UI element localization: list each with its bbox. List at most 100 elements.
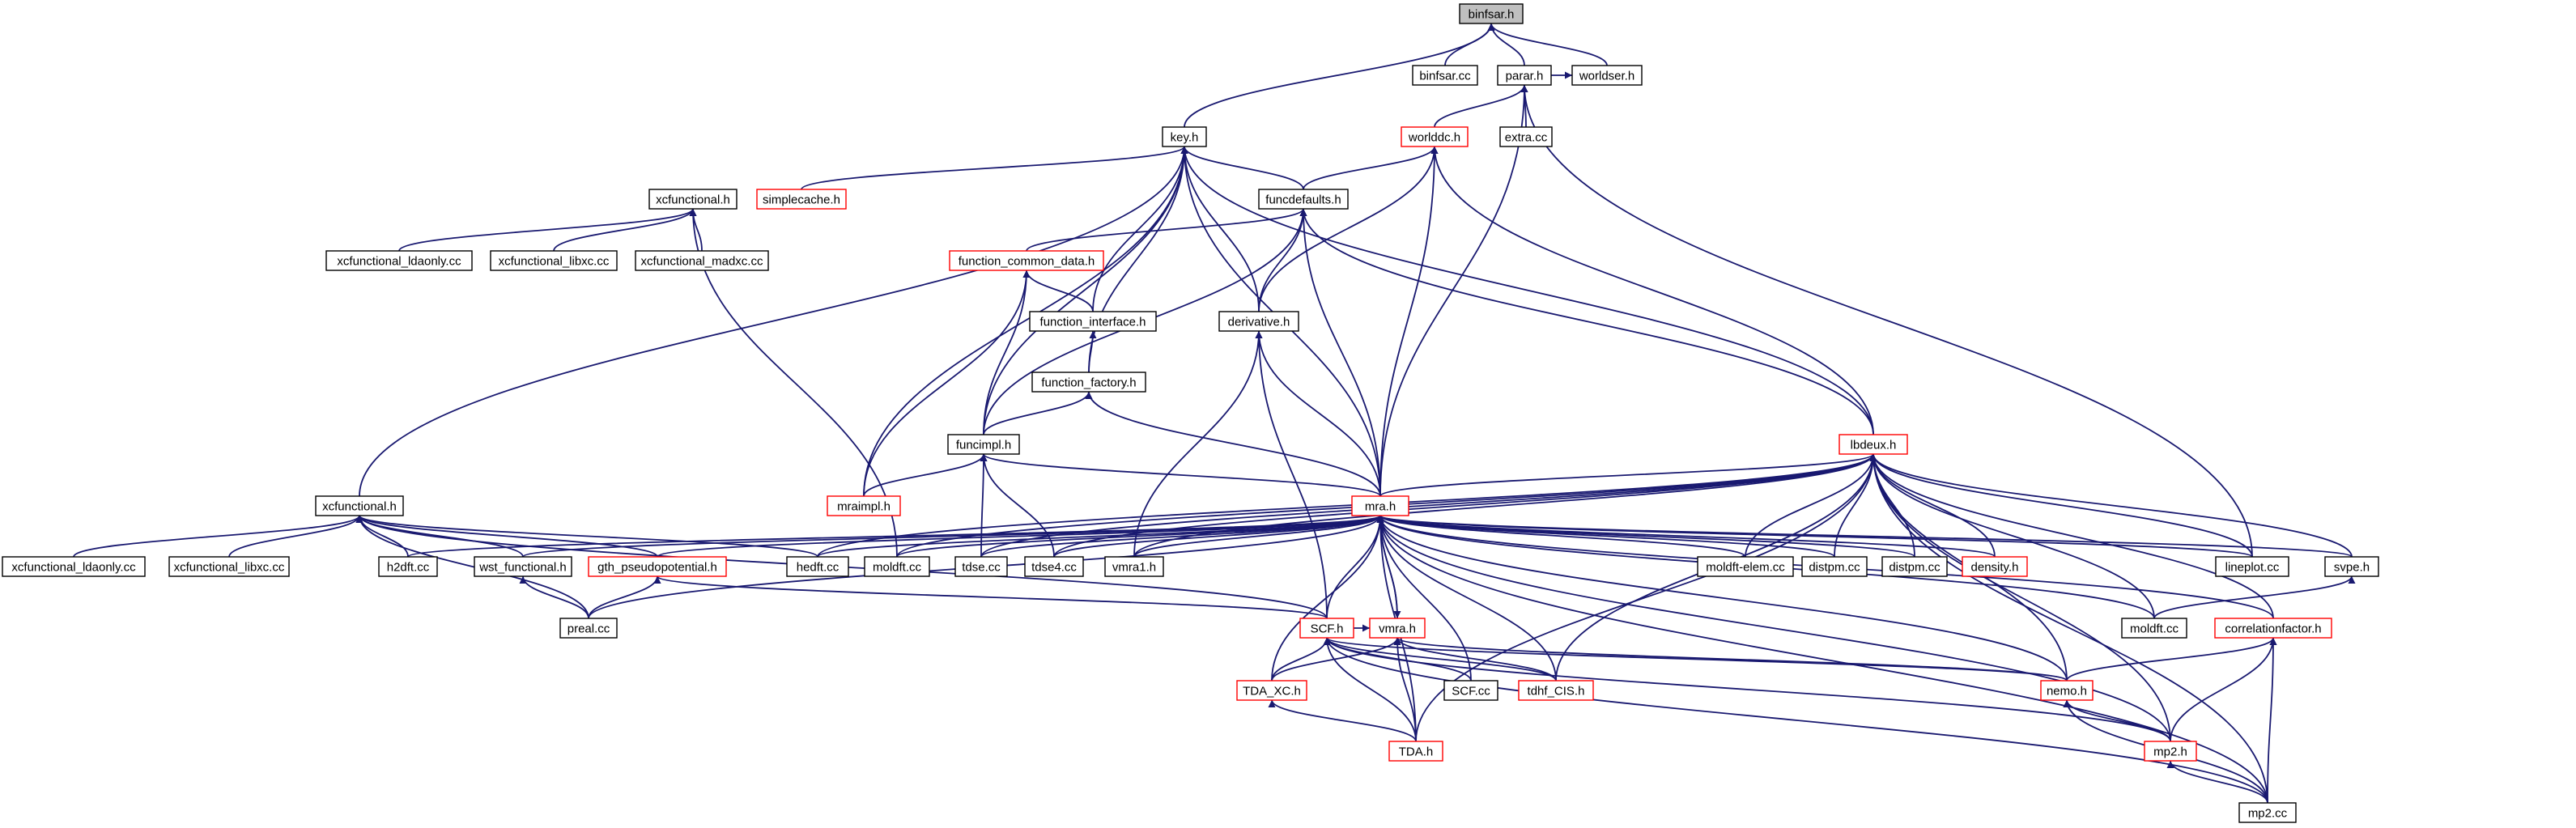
node-distpm-cc-1[interactable]: distpm.cc [1801,556,1868,577]
node-label: vmra.h [1379,622,1416,636]
node-xcf-ldaonly-cc-2[interactable]: xcfunctional_ldaonly.cc [2,556,146,577]
edge-worldser_h-to-binfsar_h [1487,23,1608,66]
node-label: gth_pseudopotential.h [597,561,717,575]
node-key-h[interactable]: key.h [1162,126,1207,147]
node-box [1838,434,1908,455]
node-box [864,556,930,577]
node-h2dft-cc[interactable]: h2dft.cc [378,556,438,577]
node-box [474,556,572,577]
node-function-interface-h[interactable]: function_interface.h [1029,311,1157,332]
node-box [2121,618,2187,639]
edge-mp2_h-to-nemo_h [2063,699,2171,742]
node-vmra-h[interactable]: vmra.h [1369,618,1426,639]
node-label: lbdeux.h [1851,439,1897,452]
node-function-common-data-h[interactable]: function_common_data.h [949,250,1104,271]
edge-mp2_cc-to-scf_h [1323,637,2268,804]
node-hedft-cc[interactable]: hedft.cc [786,556,849,577]
edge-svpe_h-to-lbdeux_h [1869,453,2353,558]
node-xcf-libxc-cc-2[interactable]: xcfunctional_libxc.cc [168,556,290,577]
edge-mraimpl_h-to-key_h [863,146,1188,497]
node-moldft-cc-2[interactable]: moldft.cc [2121,618,2187,639]
node-gth-pseudopotential-h[interactable]: gth_pseudopotential.h [588,556,727,577]
node-binfsar-h[interactable]: binfsar.h [1459,3,1524,24]
nodes-layer: binfsar.h binfsar.cc parar.h worldser.h key.… [2,3,2379,823]
node-preal-cc[interactable]: preal.cc [559,618,618,639]
edge-mra_h-to-derivative_h [1255,330,1381,497]
edge-svpe_h-to-mra_h [1376,515,2353,558]
node-box [1236,680,1307,701]
node-mp2-h[interactable]: mp2.h [2144,741,2197,762]
node-funcdefaults-h[interactable]: funcdefaults.h [1258,189,1349,210]
edge-scf_h-to-mra_h [1326,515,1384,619]
node-funcimpl-h[interactable]: funcimpl.h [947,434,1020,455]
edge-moldft_cc_1-to-mra_h [896,515,1384,558]
node-tda-h[interactable]: TDA.h [1388,741,1443,762]
node-function-factory-h[interactable]: function_factory.h [1031,372,1146,393]
edge-preal_cc-to-wst_functional_h [519,575,589,619]
node-mra-h[interactable]: mra.h [1351,495,1409,516]
edge-mra_h-to-worlddc_h [1379,146,1439,497]
node-label: xcfunctional.h [322,500,397,514]
node-scf-cc[interactable]: SCF.cc [1443,680,1498,701]
node-nemo-h[interactable]: nemo.h [2040,680,2094,701]
node-box [1258,189,1349,210]
edge-tda_xc_h-to-mra_h [1271,515,1384,682]
node-box [2238,802,2297,823]
node-parar-h[interactable]: parar.h [1497,65,1552,86]
edge-tdse_cc-to-funcimpl_h [980,453,988,558]
node-xcf-madxc-cc[interactable]: xcfunctional_madxc.cc [635,250,769,271]
node-xcfunctional-h-2[interactable]: xcfunctional.h [315,495,404,516]
node-correlationfactor-h[interactable]: correlationfactor.h [2214,618,2332,639]
node-mp2-cc[interactable]: mp2.cc [2238,802,2297,823]
node-label: TDA_XC.h [1243,685,1301,698]
node-xcfunctional-h-1[interactable]: xcfunctional.h [648,189,738,210]
edge-nemo_h-to-correlationfactor_h [2066,637,2277,682]
edge-scf_h-to-gth_pseudopotential_h [653,575,1328,619]
node-tdhf-cis-h[interactable]: tdhf_CIS.h [1518,680,1594,701]
node-density-h[interactable]: density.h [1962,556,2028,577]
node-binfsar-cc[interactable]: binfsar.cc [1412,65,1478,86]
node-distpm-cc-2[interactable]: distpm.cc [1881,556,1948,577]
node-box [1499,126,1553,147]
edge-tda_xc_h-to-scf_h [1271,637,1331,682]
node-worldser-h[interactable]: worldser.h [1571,65,1643,86]
node-box [315,495,404,516]
node-mraimpl-h[interactable]: mraimpl.h [827,495,901,516]
node-box [1369,618,1426,639]
node-xcf-libxc-cc-1[interactable]: xcfunctional_libxc.cc [490,250,618,271]
node-label: function_factory.h [1041,376,1136,390]
node-label: mp2.cc [2248,807,2288,821]
node-label: tdse4.cc [1031,561,1077,575]
edge-simplecache_h-to-key_h [801,146,1188,190]
node-svpe-h[interactable]: svpe.h [2324,556,2379,577]
node-worlddc-h[interactable]: worlddc.h [1401,126,1469,147]
edge-xcf_ldaonly_cc_2-to-xcfunctional_h_2 [73,515,363,558]
node-lineplot-cc[interactable]: lineplot.cc [2215,556,2289,577]
node-xcf-ldaonly-cc-1[interactable]: xcfunctional_ldaonly.cc [325,250,473,271]
edge-mra_h-to-funcimpl_h [980,453,1381,497]
node-moldft-cc-1[interactable]: moldft.cc [864,556,930,577]
edge-nemo_h-to-vmra_h [1393,637,2068,682]
edge-mp2_cc-to-mra_h [1376,515,2268,804]
node-lbdeux-h[interactable]: lbdeux.h [1838,434,1908,455]
node-vmra1-h[interactable]: vmra1.h [1104,556,1164,577]
node-box [378,556,438,577]
node-label: xcfunctional_madxc.cc [641,255,763,269]
node-scf-h[interactable]: SCF.h [1299,618,1354,639]
node-tdse-cc[interactable]: tdse.cc [954,556,1008,577]
node-extra-cc[interactable]: extra.cc [1499,126,1553,147]
node-box [1801,556,1868,577]
node-box [2215,556,2289,577]
node-wst-functional-h[interactable]: wst_functional.h [474,556,572,577]
node-tdse4-cc[interactable]: tdse4.cc [1024,556,1084,577]
node-moldft-elem-cc[interactable]: moldft-elem.cc [1697,556,1794,577]
node-box [325,250,473,271]
node-simplecache-h[interactable]: simplecache.h [756,189,847,210]
node-tda-xc-h[interactable]: TDA_XC.h [1236,680,1307,701]
edge-mp2_cc-to-lbdeux_h [1869,453,2268,804]
node-derivative-h[interactable]: derivative.h [1218,311,1299,332]
edge-xcf_libxc_cc_2-to-xcfunctional_h_2 [228,515,363,558]
edge-mra_h-to-funcdefaults_h [1299,208,1381,497]
node-box [1497,65,1552,86]
